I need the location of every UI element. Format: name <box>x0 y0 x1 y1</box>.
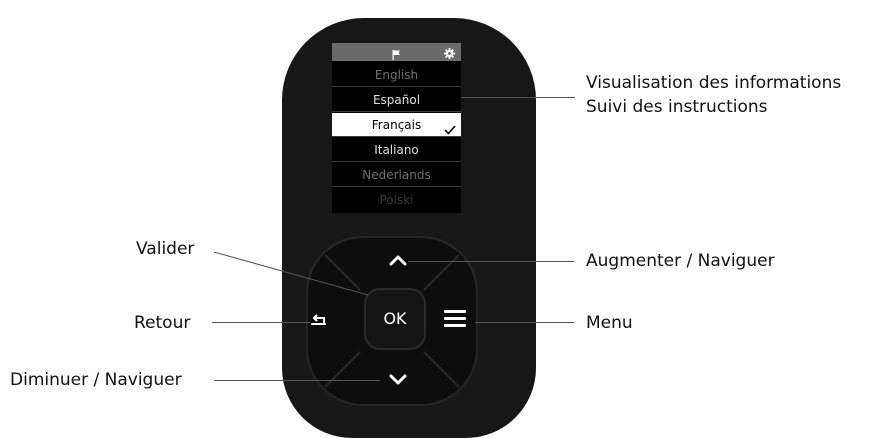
callout-menu: Menu <box>586 313 633 333</box>
settings-gear-icon[interactable] <box>444 46 455 64</box>
callout-line-increase <box>408 261 574 262</box>
language-option-francais-selected[interactable]: Français <box>332 113 461 137</box>
callout-back: Retour <box>134 313 191 333</box>
flag-icon <box>392 47 401 65</box>
language-label: Nederlands <box>362 168 431 182</box>
screen-top-bar <box>332 43 461 61</box>
callout-validate: Valider <box>136 239 195 259</box>
language-option-polski[interactable]: Polski <box>332 188 461 212</box>
callout-line-menu <box>475 322 574 323</box>
menu-hamburger-button[interactable] <box>443 308 467 328</box>
language-label: English <box>374 68 419 82</box>
back-return-button[interactable] <box>309 313 327 327</box>
callout-increase-navigate: Augmenter / Naviguer <box>586 251 775 271</box>
language-option-italiano[interactable]: Italiano <box>332 138 461 162</box>
device-screen: English Español Français Italiano Nederl… <box>332 43 461 213</box>
language-label: Italiano <box>374 143 419 157</box>
callout-line-back <box>212 322 310 323</box>
checkmark-icon <box>444 119 456 143</box>
language-option-english[interactable]: English <box>332 63 461 87</box>
callout-display-line2: Suivi des instructions <box>586 97 768 117</box>
language-option-espanol[interactable]: Español <box>332 88 461 112</box>
down-chevron-button[interactable] <box>389 373 407 387</box>
callout-display-line1: Visualisation des informations <box>586 73 842 93</box>
language-label: Polski <box>379 193 414 207</box>
callout-line-decrease <box>214 380 380 381</box>
up-chevron-button[interactable] <box>389 253 407 267</box>
callout-decrease-navigate: Diminuer / Naviguer <box>10 370 182 390</box>
language-label: Español <box>372 93 421 107</box>
callout-line-display <box>461 97 575 98</box>
language-option-nederlands[interactable]: Nederlands <box>332 163 461 187</box>
ok-button[interactable]: OK <box>364 288 426 350</box>
language-label: Français <box>371 118 422 132</box>
ok-label: OK <box>383 309 407 328</box>
